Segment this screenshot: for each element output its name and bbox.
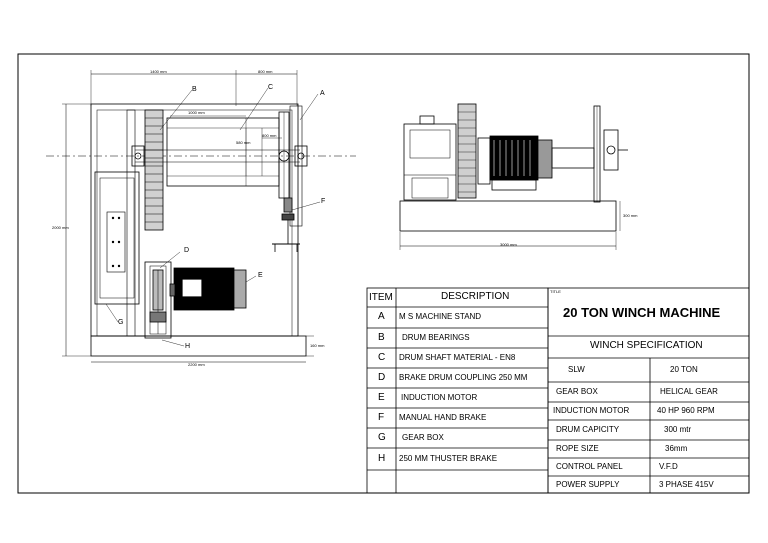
spec-label: POWER SUPPLY (556, 480, 620, 489)
sheet-border (17, 53, 750, 494)
side-dim-base-height: 300 mm (623, 213, 638, 218)
parts-item: A (378, 311, 385, 322)
spec-label: INDUCTION MOTOR (553, 406, 630, 415)
parts-description: DRUM SHAFT MATERIAL - EN8 (399, 353, 516, 362)
plan-view (46, 70, 356, 363)
parts-description: GEAR BOX (402, 433, 444, 442)
spec-label: ROPE SIZE (556, 444, 599, 453)
callout-c: C (268, 84, 274, 91)
parts-item: B (378, 332, 385, 343)
spec-label: CONTROL PANEL (556, 462, 623, 471)
dim-overall-height: 2000 mm (52, 225, 69, 230)
callout-f: F (321, 198, 326, 205)
parts-description: DRUM BEARINGS (402, 333, 470, 342)
spec-label: GEAR BOX (556, 387, 598, 396)
parts-description: INDUCTION MOTOR (401, 393, 478, 402)
spec-value: HELICAL GEAR (660, 387, 718, 396)
dim-top-left: 1400 mm (150, 69, 167, 74)
parts-item: D (378, 372, 386, 383)
spec-value: 3 PHASE 415V (659, 480, 714, 489)
side-view (399, 103, 628, 250)
callout-e: E (258, 272, 263, 279)
title-caption: TITLE (550, 289, 561, 294)
spec-value: 20 TON (670, 365, 698, 374)
callout-g: G (118, 319, 124, 326)
parts-description: 250 MM THUSTER BRAKE (399, 454, 498, 463)
parts-item: H (378, 453, 386, 464)
parts-item: F (378, 412, 385, 423)
spec-value: 36mm (665, 444, 688, 453)
dim-drum-width: 1000 mm (188, 110, 205, 115)
parts-header-description: DESCRIPTION (441, 291, 510, 302)
spec-value: 300 mtr (664, 425, 692, 434)
callout-d: D (184, 247, 190, 254)
spec-label: DRUM CAPICITY (556, 425, 620, 434)
parts-item: C (378, 352, 386, 363)
spec-header: WINCH SPECIFICATION (590, 340, 703, 351)
dim-top-right: 800 mm (258, 69, 273, 74)
spec-value: 40 HP 960 RPM (657, 406, 715, 415)
parts-item: G (378, 432, 386, 443)
dim-drum-dia: 580 mm (236, 140, 251, 145)
callout-h: H (185, 343, 191, 350)
side-dim-length: 3000 mm (500, 242, 517, 247)
title-block-grid (547, 287, 750, 494)
spec-value: V.F.D (659, 462, 678, 471)
dim-flange: 800 mm (262, 133, 277, 138)
callout-b: B (192, 86, 197, 93)
dim-base-height: 160 mm (310, 343, 325, 348)
drawing-title: 20 TON WINCH MACHINE (563, 305, 721, 320)
parts-description: M S MACHINE STAND (399, 312, 482, 321)
parts-description: MANUAL HAND BRAKE (399, 413, 487, 422)
dim-overall-width: 2200 mm (188, 362, 205, 367)
parts-header-item: ITEM (369, 292, 393, 303)
spec-label: SLW (568, 365, 585, 374)
parts-item: E (378, 392, 385, 403)
parts-description: BRAKE DRUM COUPLING 250 MM (399, 373, 528, 382)
callout-a: A (320, 90, 325, 97)
